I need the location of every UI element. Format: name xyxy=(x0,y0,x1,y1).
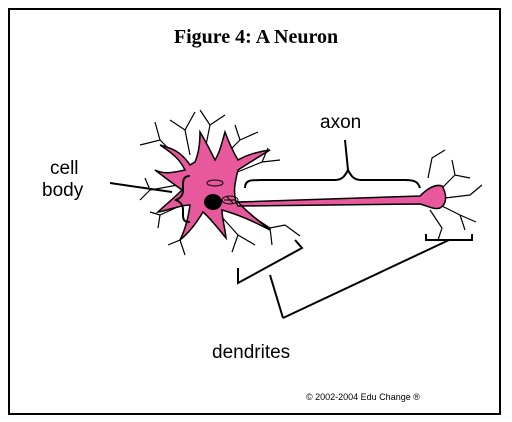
dendrites-label: dendrites xyxy=(212,342,290,364)
neuron-cell xyxy=(155,132,446,240)
axon-bracket xyxy=(245,170,420,188)
nucleus xyxy=(204,194,222,210)
dendrites-pointer-left xyxy=(270,275,283,318)
copyright-notice: © 2002-2004 Edu Change ® xyxy=(306,392,420,402)
cell-body-label-line1: cell xyxy=(50,158,79,180)
cell-body-label-line2: body xyxy=(42,180,83,202)
dendrite-bracket-right xyxy=(426,234,472,240)
figure-title: Figure 4: A Neuron xyxy=(0,26,512,49)
axon-pointer xyxy=(345,140,348,170)
dendrites-pointer-right xyxy=(283,240,449,318)
axon-label: axon xyxy=(320,112,361,134)
